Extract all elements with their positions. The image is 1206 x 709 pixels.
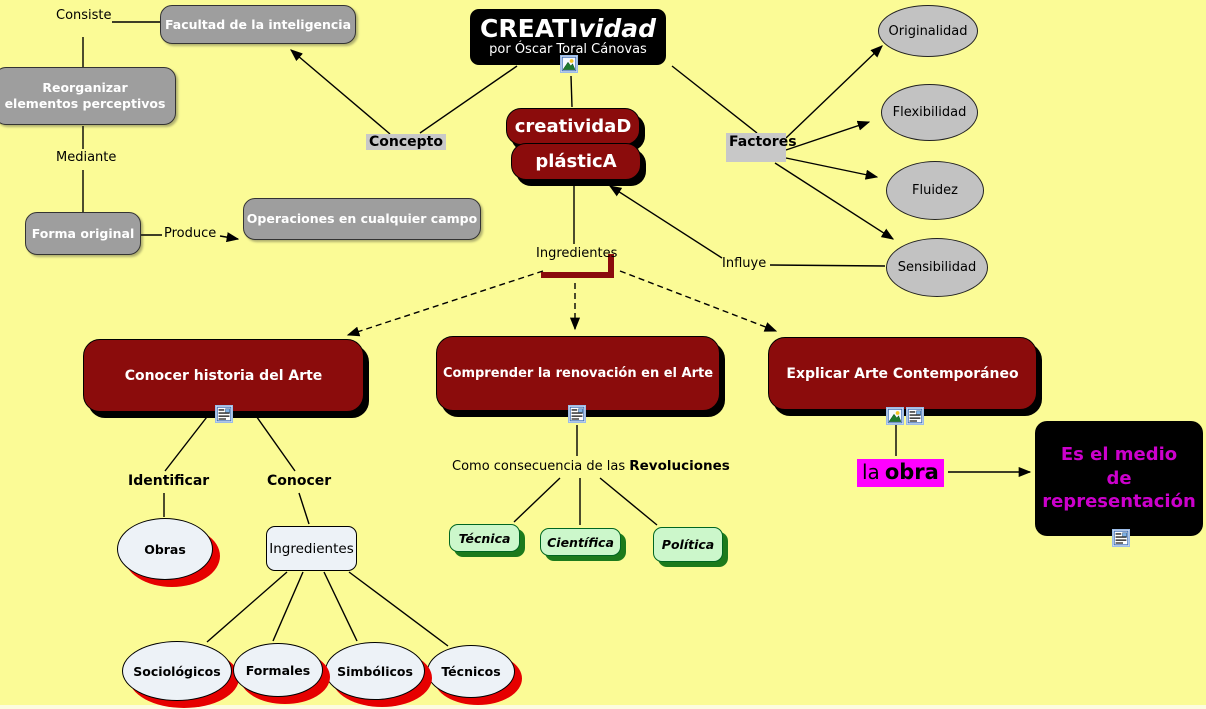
node-label: creatividaD: [514, 116, 632, 137]
node-label: Técnica: [458, 530, 511, 546]
node-creatividad[interactable]: creatividaD: [506, 108, 640, 145]
node-tecnicos[interactable]: Técnicos: [427, 645, 515, 698]
node-la-obra[interactable]: la obra: [857, 459, 944, 487]
node-ingredientes[interactable]: Ingredientes: [266, 526, 357, 571]
node-fluidez[interactable]: Fluidez: [886, 161, 984, 220]
node-label: Política: [661, 537, 715, 552]
node-label: Científica: [547, 534, 614, 550]
node-label: plásticA: [535, 151, 617, 172]
link-label-identificar[interactable]: Identificar: [128, 473, 210, 489]
image-icon[interactable]: [560, 55, 578, 73]
node-label: Fluidez: [911, 183, 958, 198]
node-tecnica[interactable]: Técnica: [449, 524, 520, 552]
node-label: Operaciones en cualquier campo: [246, 211, 478, 227]
link-label-influye[interactable]: Influye: [722, 256, 767, 271]
document-icon[interactable]: [1112, 529, 1130, 547]
document-icon[interactable]: [215, 405, 233, 423]
node-explicar-contemporaneo[interactable]: Explicar Arte Contemporáneo: [768, 337, 1037, 410]
node-obras[interactable]: Obras: [117, 518, 213, 580]
node-label: Sensibilidad: [897, 260, 977, 275]
node-es-el-medio[interactable]: Es el medio de representación: [1035, 421, 1203, 536]
node-label: Facultad de la inteligencia: [164, 16, 352, 32]
node-cientifica[interactable]: Científica: [540, 528, 621, 556]
node-politica[interactable]: Política: [653, 527, 723, 562]
map-title: CREATIvidad: [480, 14, 656, 44]
node-label: Explicar Arte Contemporáneo: [786, 365, 1019, 382]
node-label: Sociológicos: [133, 663, 221, 679]
node-label-line1: Reorganizar: [42, 80, 128, 96]
node-label: Conocer historia del Arte: [124, 367, 323, 384]
node-sensibilidad[interactable]: Sensibilidad: [886, 238, 988, 297]
node-reorganizar[interactable]: Reorganizar elementos perceptivos: [0, 67, 176, 125]
node-sociologicos[interactable]: Sociológicos: [122, 641, 232, 701]
node-label: Originalidad: [888, 23, 968, 39]
link-label-como-consecuencia[interactable]: Como consecuencia de las Revoluciones: [452, 458, 730, 474]
link-label-concepto[interactable]: Concepto: [366, 134, 446, 151]
node-plastica[interactable]: plásticA: [511, 143, 641, 180]
window-edge: [0, 705, 1206, 709]
link-label-ingredientes[interactable]: Ingredientes: [536, 246, 618, 261]
link-label-conocer[interactable]: Conocer: [267, 473, 332, 489]
document-icon[interactable]: [568, 405, 586, 423]
link-label-mediante[interactable]: Mediante: [56, 150, 117, 165]
node-facultad-inteligencia[interactable]: Facultad de la inteligencia: [160, 5, 356, 44]
node-forma-original[interactable]: Forma original: [25, 212, 141, 255]
node-label: Flexibilidad: [892, 105, 967, 120]
node-label: Obras: [144, 541, 186, 557]
node-label: Técnicos: [441, 664, 501, 679]
map-author: por Óscar Toral Cánovas: [489, 42, 647, 58]
node-label: Ingredientes: [269, 540, 354, 557]
image-icon[interactable]: [886, 407, 904, 425]
link-label-produce[interactable]: Produce: [164, 226, 217, 241]
node-originalidad[interactable]: Originalidad: [878, 5, 978, 57]
node-conocer-historia[interactable]: Conocer historia del Arte: [83, 339, 364, 412]
node-flexibilidad[interactable]: Flexibilidad: [881, 84, 978, 141]
node-formales[interactable]: Formales: [233, 643, 323, 697]
node-label: Formales: [245, 662, 311, 678]
node-comprender-renovacion[interactable]: Comprender la renovación en el Arte: [436, 336, 720, 411]
node-label: Simbólicos: [337, 663, 413, 679]
link-label-consiste[interactable]: Consiste: [56, 8, 112, 23]
node-simbolicos[interactable]: Simbólicos: [325, 642, 425, 700]
node-label-line2: elementos perceptivos: [4, 96, 166, 111]
node-operaciones[interactable]: Operaciones en cualquier campo: [243, 198, 481, 240]
document-icon[interactable]: [906, 407, 924, 425]
node-label: Forma original: [31, 225, 135, 241]
node-label: Comprender la renovación en el Arte: [442, 366, 714, 381]
link-label-factores[interactable]: Factores: [726, 133, 797, 162]
